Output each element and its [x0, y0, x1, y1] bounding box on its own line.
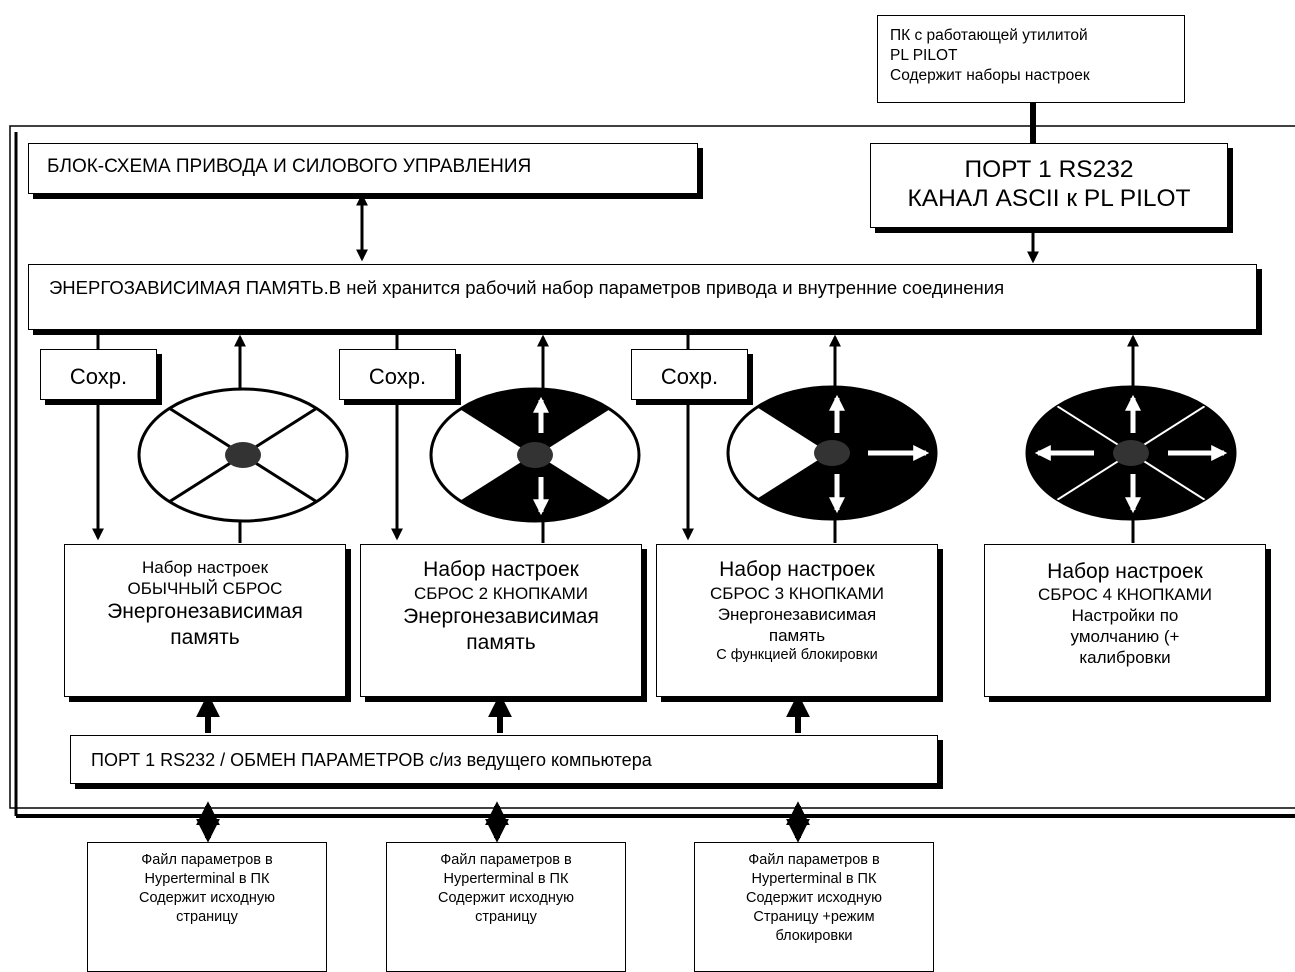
set-3-line4: память — [768, 626, 826, 645]
set-4-line1: Набор настроек — [1047, 560, 1203, 583]
file-3-line5: блокировки — [775, 928, 853, 944]
save-label-2: Сохр. — [339, 349, 456, 400]
set-4-line4: умолчанию (+ — [1070, 627, 1180, 646]
port-pilot-line1: ПОРТ 1 RS232 — [964, 156, 1134, 183]
file-3-line3: Содержит исходную — [745, 890, 883, 906]
settings-set-four-button-reset: Набор настроек СБРОС 4 КНОПКАМИ Настройк… — [984, 544, 1266, 697]
hub — [225, 442, 261, 468]
set-2-line3: Энергонезависимая — [403, 605, 599, 628]
button-diagram-four-buttons — [1025, 385, 1237, 521]
save-text: Сохр. — [660, 364, 719, 389]
pc-pilot-box: ПК с работающей утилитой PL PILOT Содерж… — [877, 15, 1185, 103]
set-2-line4: память — [466, 631, 536, 654]
save-label-1: Сохр. — [40, 349, 157, 400]
param-file-2: Файл параметров в Hyperterminal в ПК Сод… — [386, 842, 626, 972]
set-1-line4: память — [170, 626, 240, 649]
file-1-line1: Файл параметров в — [141, 852, 273, 868]
volatile-memory-box: ЭНЕРГОЗАВИСИМАЯ ПАМЯТЬ.В ней хранится ра… — [28, 264, 1257, 330]
settings-set-two-button-reset: Набор настроек СБРОС 2 КНОПКАМИ Энергоне… — [360, 544, 642, 697]
button-diagram-three-buttons — [726, 385, 938, 521]
save-text: Сохр. — [69, 364, 128, 389]
port-pilot-line2: КАНАЛ ASCII к PL PILOT — [907, 185, 1191, 212]
pc-pilot-line3: Содержит наборы настроек — [890, 67, 1090, 84]
enclosure-frame — [9, 125, 1295, 809]
hub — [814, 440, 850, 466]
block-diagram-title: БЛОК-СХЕМА ПРИВОДА И СИЛОВОГО УПРАВЛЕНИЯ — [47, 156, 532, 177]
param-file-1: Файл параметров в Hyperterminal в ПК Сод… — [87, 842, 327, 972]
pc-pilot-line2: PL PILOT — [890, 47, 958, 64]
file-3-line2: Hyperterminal в ПК — [751, 871, 877, 887]
button-diagram-normal — [137, 387, 349, 523]
hub — [517, 442, 553, 468]
param-file-3: Файл параметров в Hyperterminal в ПК Сод… — [694, 842, 934, 972]
hub — [1113, 440, 1149, 466]
save-text: Сохр. — [368, 364, 427, 389]
file-2-line3: Содержит исходную — [437, 890, 575, 906]
save-label-3: Сохр. — [631, 349, 748, 400]
set-4-line5: калибровки — [1079, 648, 1171, 667]
file-1-line2: Hyperterminal в ПК — [144, 871, 270, 887]
file-3-line1: Файл параметров в — [748, 852, 880, 868]
set-1-line2: ОБЫЧНЫЙ СБРОС — [127, 579, 283, 598]
set-3-line2: СБРОС 3 КНОПКАМИ — [709, 584, 885, 603]
set-4-line2: СБРОС 4 КНОПКАМИ — [1037, 585, 1213, 604]
set-3-line5: С функцией блокировки — [716, 647, 878, 663]
pc-pilot-line1: ПК с работающей утилитой — [890, 27, 1088, 44]
set-2-line2: СБРОС 2 КНОПКАМИ — [413, 584, 589, 603]
file-2-line1: Файл параметров в — [440, 852, 572, 868]
port-exchange-box: ПОРТ 1 RS232 / ОБМЕН ПАРАМЕТРОВ с/из вед… — [70, 735, 938, 784]
set-1-line1: Набор настроек — [141, 558, 269, 577]
block-diagram-box: БЛОК-СХЕМА ПРИВОДА И СИЛОВОГО УПРАВЛЕНИЯ — [28, 143, 698, 194]
file-2-line2: Hyperterminal в ПК — [443, 871, 569, 887]
port-exchange-text: ПОРТ 1 RS232 / ОБМЕН ПАРАМЕТРОВ с/из вед… — [91, 750, 652, 770]
settings-set-normal-reset: Набор настроек ОБЫЧНЫЙ СБРОС Энергонезав… — [64, 544, 346, 697]
volatile-memory-text: ЭНЕРГОЗАВИСИМАЯ ПАМЯТЬ.В ней хранится ра… — [49, 277, 1005, 298]
set-3-line1: Набор настроек — [719, 558, 875, 581]
port-pilot-box: ПОРТ 1 RS232 КАНАЛ ASCII к PL PILOT — [870, 143, 1228, 228]
file-3-line4: Страницу +режим — [753, 909, 875, 925]
file-1-line4: страницу — [176, 909, 238, 925]
set-2-line1: Набор настроек — [423, 558, 579, 581]
set-3-line3: Энергонезависимая — [717, 605, 877, 624]
set-4-line3: Настройки по — [1071, 606, 1179, 625]
button-diagram-two-buttons — [429, 387, 641, 523]
settings-set-three-button-reset: Набор настроек СБРОС 3 КНОПКАМИ Энергоне… — [656, 544, 938, 697]
file-2-line4: страницу — [475, 909, 537, 925]
file-1-line3: Содержит исходную — [138, 890, 276, 906]
set-1-line3: Энергонезависимая — [107, 600, 303, 623]
